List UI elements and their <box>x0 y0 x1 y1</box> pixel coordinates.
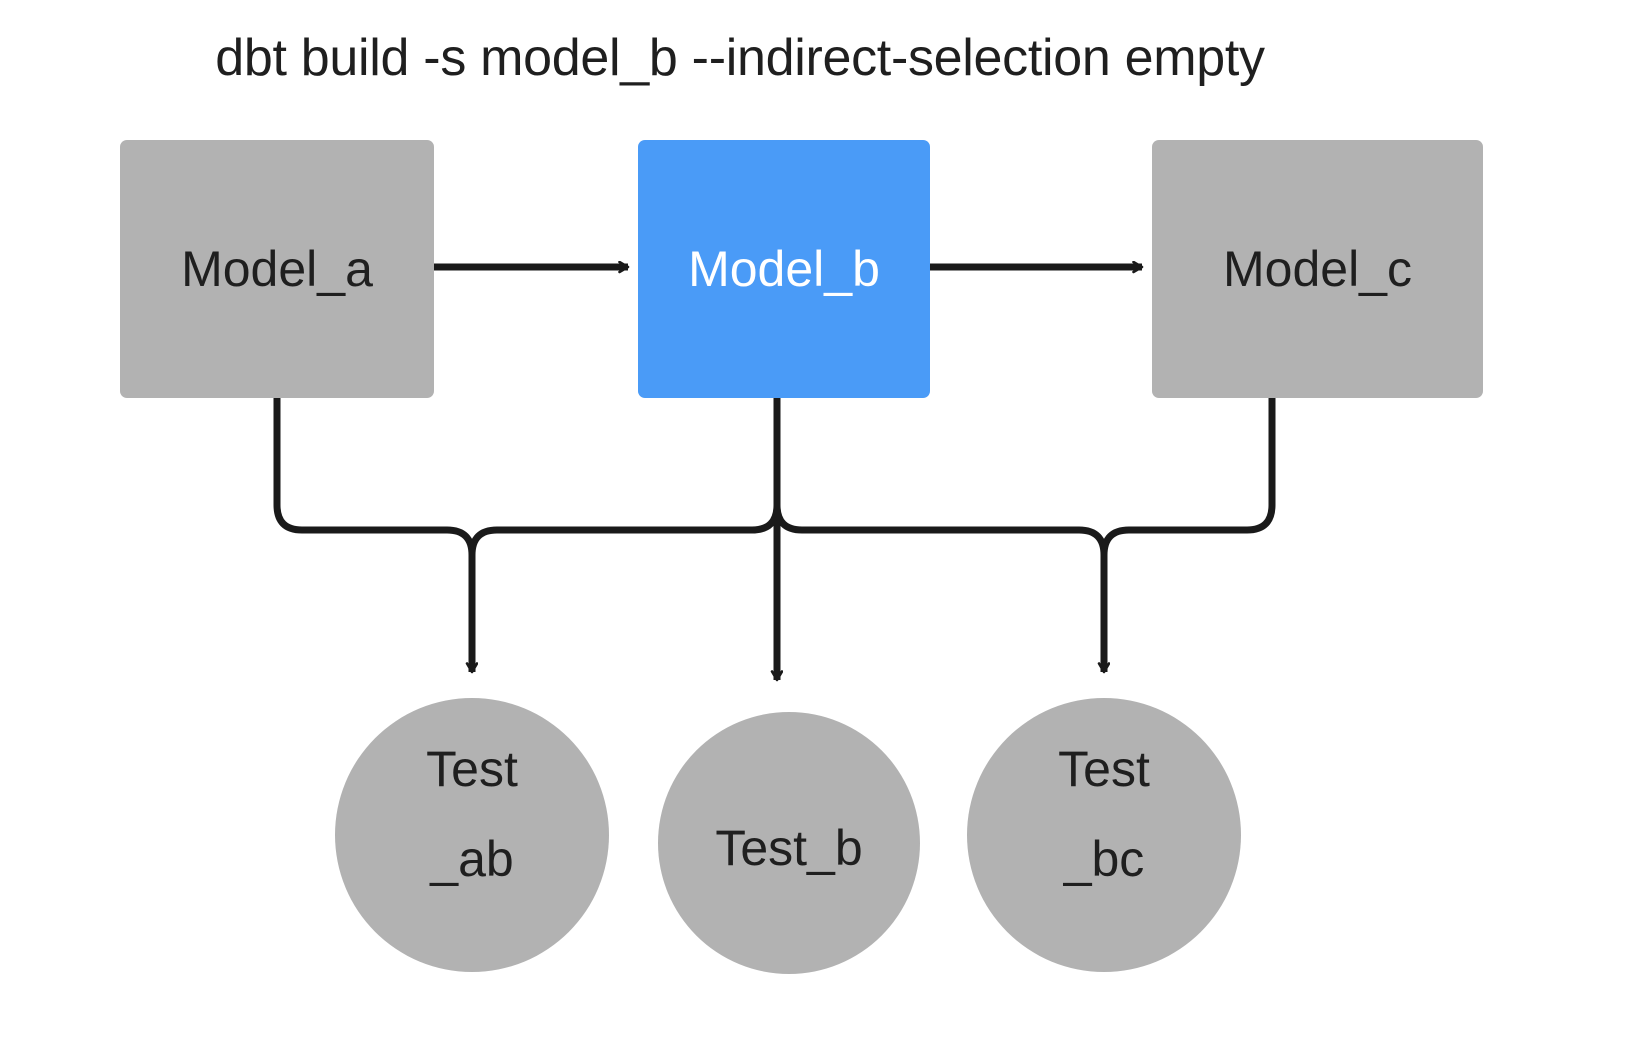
edge-model_a-test_ab <box>273 398 472 672</box>
node-model_a[interactable] <box>120 140 434 398</box>
node-test_b[interactable] <box>658 712 920 974</box>
node-test_bc[interactable] <box>967 698 1241 972</box>
edge-model_c-test_bc <box>1100 398 1276 556</box>
node-model_c[interactable] <box>1152 140 1483 398</box>
diagram-title: dbt build -s model_b --indirect-selectio… <box>215 29 1265 87</box>
node-model_b[interactable] <box>638 140 930 398</box>
node-test_ab[interactable] <box>335 698 609 972</box>
edge-model_b-test_ab <box>468 398 781 556</box>
edge-model_b-test_bc <box>773 504 1104 672</box>
